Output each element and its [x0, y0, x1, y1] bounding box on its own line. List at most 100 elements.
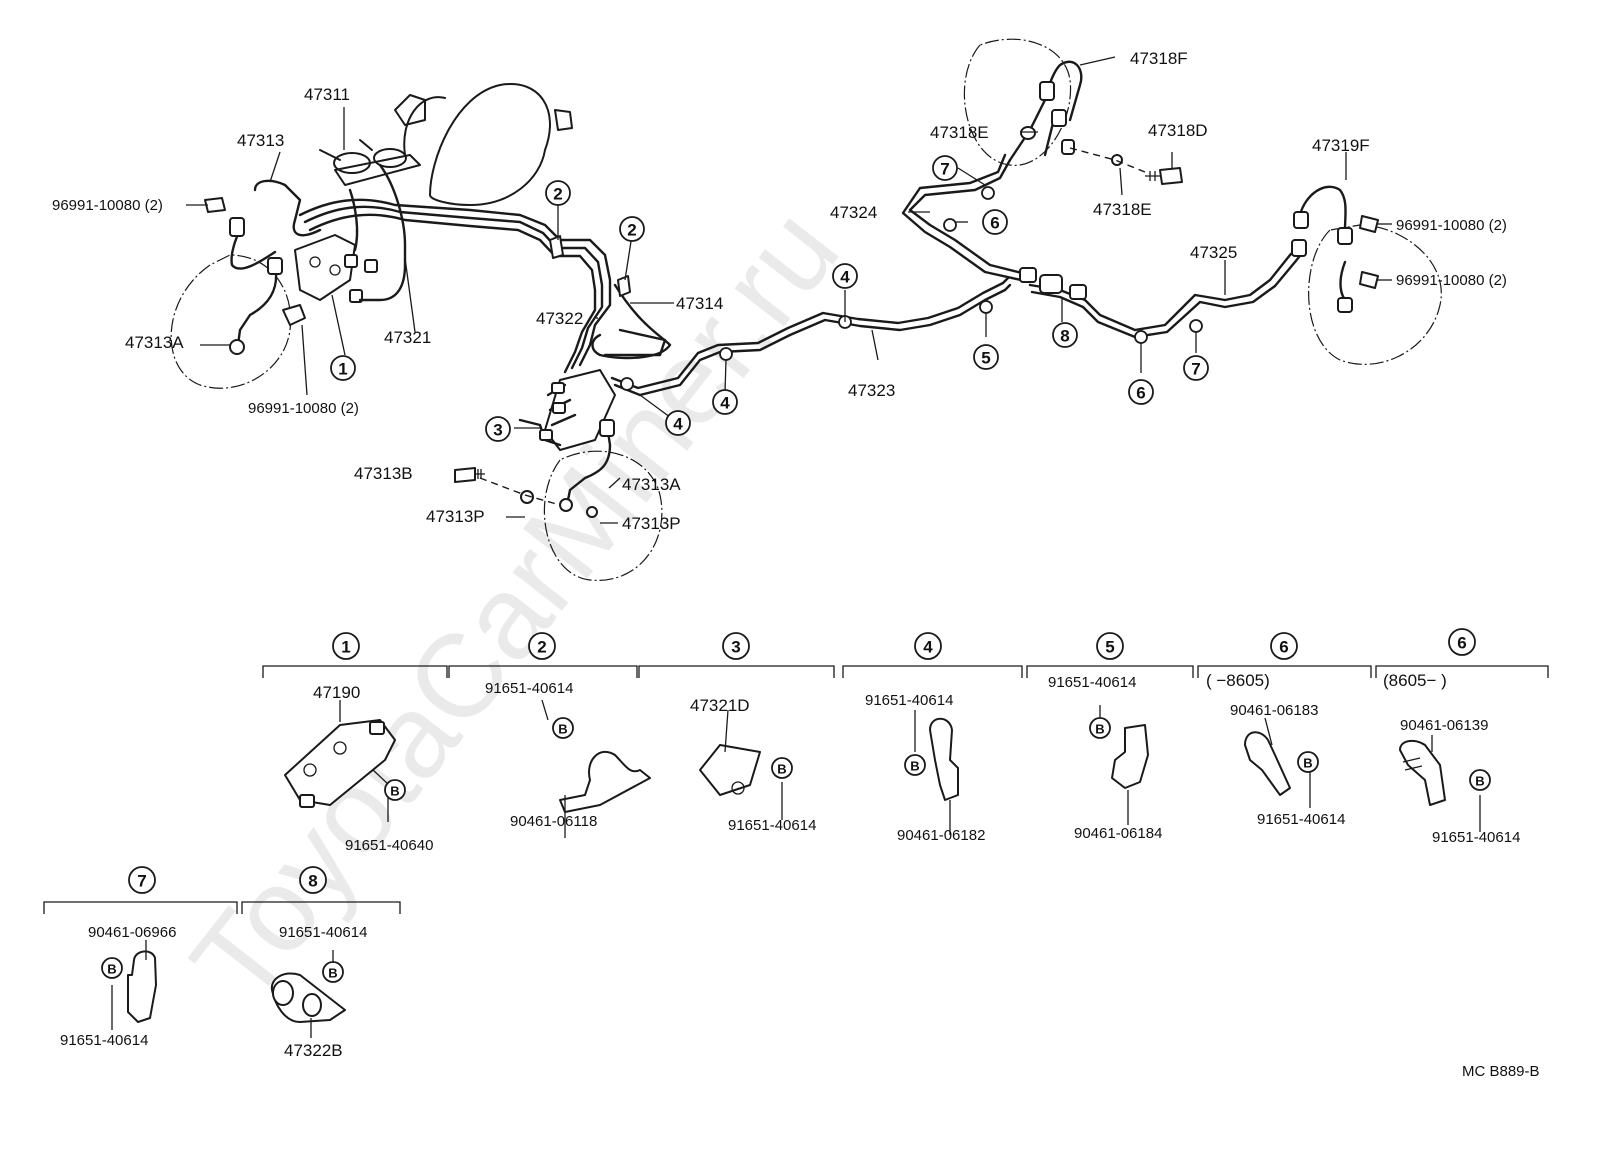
label-96991-left: 96991-10080 (2)	[52, 197, 163, 214]
svg-text:B: B	[1303, 756, 1312, 771]
svg-text:8: 8	[308, 872, 317, 891]
callout-6b: 6	[982, 209, 1008, 235]
detail-label-47322B: 47322B	[284, 1041, 343, 1060]
svg-text:8: 8	[1060, 327, 1069, 346]
detail-header-6b: 6	[1448, 628, 1476, 656]
detail-label-5-top: 91651-40614	[1048, 674, 1136, 691]
svg-text:B: B	[1475, 774, 1484, 789]
label-47324: 47324	[830, 203, 877, 222]
label-47323: 47323	[848, 381, 895, 400]
detail-part-clamp-7	[111, 940, 157, 1030]
label-47314: 47314	[676, 294, 723, 313]
callout-2b: 2	[619, 216, 645, 242]
svg-text:7: 7	[1191, 360, 1200, 379]
detail-label-4-top: 91651-40614	[865, 692, 953, 709]
svg-text:2: 2	[553, 185, 562, 204]
svg-text:2: 2	[627, 221, 636, 240]
label-47318E-bottom: 47318E	[1093, 200, 1152, 219]
label-96991-right1: 96991-10080 (2)	[1396, 217, 1507, 234]
detail-label-7-bottom: 91651-40614	[60, 1032, 148, 1049]
svg-text:2: 2	[537, 638, 546, 657]
rear-left-hose-fittings	[1020, 81, 1183, 185]
callout-4c: 4	[832, 263, 858, 289]
callouts: 1 2 2 3 4 4 4 5 6 6 7 7 8	[330, 155, 1209, 442]
detail-label-3-bottom: 91651-40614	[728, 817, 816, 834]
bolt-marker-4: B	[904, 754, 926, 776]
svg-text:1: 1	[338, 360, 347, 379]
detail-header-2: 2	[528, 632, 556, 660]
rear-right-branch	[1028, 185, 1379, 339]
detail-part-clamp-2	[559, 750, 651, 838]
detail-label-2-bottom: 90461-06118	[510, 813, 597, 830]
callout-5: 5	[973, 344, 999, 370]
label-47321: 47321	[384, 328, 431, 347]
detail-part-47190	[284, 700, 396, 822]
label-47313: 47313	[237, 131, 284, 150]
detail-header-5: 5	[1096, 632, 1124, 660]
label-96991-right2: 96991-10080 (2)	[1396, 272, 1507, 289]
front-left-hose	[204, 179, 322, 355]
detail-header-1: 1	[332, 632, 360, 660]
detail-header-7: 7	[128, 866, 156, 894]
label-47313B: 47313B	[354, 464, 413, 483]
rear-right-drum-outline	[1308, 224, 1442, 365]
label-47311: 47311	[304, 85, 350, 104]
detail-label-8-top: 91651-40614	[279, 924, 367, 941]
front-left-brake-outline	[170, 254, 292, 389]
callout-3: 3	[485, 416, 511, 442]
front-right-hose	[454, 419, 615, 518]
bolt-marker-1: B	[384, 779, 406, 801]
diagram-code: MC B889-B	[1462, 1063, 1540, 1080]
bolt-axis-line	[479, 477, 561, 506]
bolt-marker-3: B	[771, 757, 793, 779]
detail-part-47322B	[270, 950, 346, 1038]
svg-text:B: B	[777, 762, 786, 777]
clamp-points	[549, 186, 1203, 391]
pipe-loop	[591, 283, 672, 360]
range-label-6a: ( −8605)	[1206, 671, 1270, 690]
detail-label-5-bottom: 90461-06184	[1074, 825, 1162, 842]
brake-booster	[394, 83, 573, 206]
callout-6a: 6	[1128, 379, 1154, 405]
part-labels: 47311 47313 96991-10080 (2) 47313A 96991…	[52, 49, 1507, 533]
detail-label-6a-top: 90461-06183	[1230, 702, 1318, 719]
label-47318D: 47318D	[1148, 121, 1208, 140]
svg-text:6: 6	[990, 214, 999, 233]
callout-4b: 4	[712, 389, 738, 415]
svg-text:B: B	[107, 962, 116, 977]
svg-text:5: 5	[1105, 638, 1114, 657]
detail-part-clamp-5	[1099, 705, 1149, 825]
front-right-brake-outline	[543, 450, 663, 581]
rear-left-drum-outline	[963, 38, 1072, 166]
master-cylinder	[319, 139, 421, 186]
junction-block	[518, 369, 616, 451]
detail-brackets	[43, 665, 1549, 914]
label-47322: 47322	[536, 309, 583, 328]
svg-text:5: 5	[981, 349, 990, 368]
svg-text:1: 1	[341, 638, 350, 657]
svg-text:B: B	[910, 759, 919, 774]
label-47325: 47325	[1190, 243, 1237, 262]
front-pipe-bundle	[298, 163, 612, 374]
label-47313P-left: 47313P	[426, 507, 485, 526]
watermark: ToyotaCarMiner.ru	[166, 185, 864, 1026]
callout-2a: 2	[545, 180, 571, 206]
label-47313A-left: 47313A	[125, 333, 184, 352]
label-47318F: 47318F	[1130, 49, 1188, 68]
detail-part-47321D	[699, 709, 783, 820]
detail-part-clamp-6a	[1244, 717, 1311, 808]
detail-label-91651-40640: 91651-40640	[345, 837, 433, 854]
bolt-marker-6a: B	[1297, 751, 1319, 773]
drum-outlines	[170, 38, 1442, 581]
svg-text:3: 3	[493, 421, 502, 440]
bolt-marker-7: B	[101, 957, 123, 979]
rear-main-pipe	[610, 276, 1012, 397]
detail-label-47190: 47190	[313, 683, 360, 702]
detail-label-4-bottom: 90461-06182	[897, 827, 985, 844]
svg-text:6: 6	[1279, 638, 1288, 657]
detail-header-6a: 6	[1270, 632, 1298, 660]
svg-text:4: 4	[720, 394, 730, 413]
detail-headers: 1 2 3 4 5 6 6 7 8	[128, 628, 1476, 894]
svg-text:6: 6	[1136, 384, 1145, 403]
